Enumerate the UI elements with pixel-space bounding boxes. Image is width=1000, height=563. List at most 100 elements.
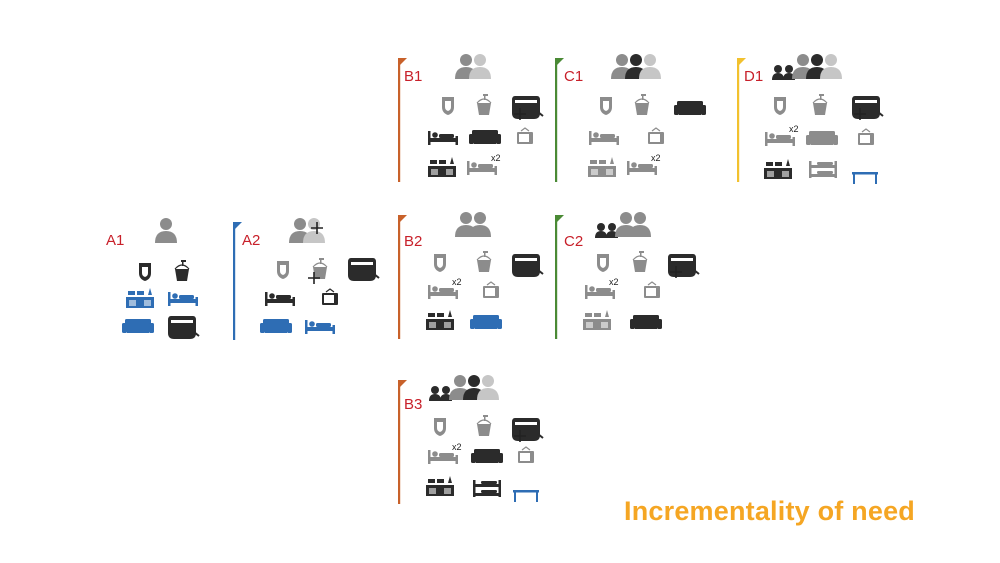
water-tank-icon	[512, 96, 544, 120]
tv-icon	[858, 128, 874, 145]
panel-b3: B3 x2	[398, 375, 544, 504]
stove-icon	[426, 476, 454, 496]
sofa-icon	[260, 319, 292, 333]
stage-marker-line	[737, 58, 740, 182]
water-tank-icon	[512, 418, 544, 442]
children-icon	[595, 223, 618, 238]
tv-icon	[483, 281, 499, 298]
water-tank-icon	[852, 96, 884, 120]
stage-flag-icon	[398, 380, 407, 389]
water-tank-icon	[348, 258, 380, 281]
stage-flag-icon	[555, 58, 564, 67]
stage-marker-line	[555, 58, 558, 182]
panel-label: B3	[404, 396, 422, 413]
stove-icon	[588, 157, 616, 177]
water-bucket-icon	[476, 415, 492, 436]
water-filter-icon	[442, 97, 454, 115]
bed-icon	[168, 292, 198, 306]
household-members	[611, 54, 661, 79]
bed-icon	[265, 292, 295, 306]
sofa-icon	[470, 315, 502, 329]
bunk-bed-icon	[809, 161, 837, 178]
panel-label: B2	[404, 233, 422, 250]
person-icon	[820, 54, 842, 79]
bed-icon: x2	[428, 442, 462, 464]
tv-icon	[518, 446, 534, 463]
children-icon	[772, 65, 795, 80]
water-bucket-icon	[632, 251, 648, 272]
stage-marker-line	[398, 215, 401, 339]
sofa-icon	[122, 319, 154, 333]
water-filter-icon	[600, 97, 612, 115]
person-icon	[469, 212, 491, 237]
person-icon	[469, 54, 491, 79]
sofa-icon	[674, 101, 706, 115]
bed-icon	[428, 131, 458, 145]
multiplier-label: x2	[789, 124, 799, 134]
water-tank-icon	[512, 254, 544, 277]
stage-flag-icon	[233, 222, 242, 231]
panel-label: C2	[564, 233, 583, 250]
panel-b1: B1 x2	[398, 54, 544, 182]
household-members	[772, 54, 842, 80]
stove-icon	[426, 310, 454, 330]
bed-icon: x2	[467, 153, 501, 175]
stage-flag-icon	[737, 58, 746, 67]
sofa-icon	[806, 131, 838, 145]
water-filter-icon	[277, 261, 289, 279]
stage-flag-icon	[398, 58, 407, 67]
household-members	[455, 54, 491, 79]
person-icon	[303, 218, 325, 243]
multiplier-label: x2	[491, 153, 501, 163]
water-tank-icon	[168, 316, 200, 339]
panel-label: A1	[106, 232, 124, 249]
tv-icon	[644, 281, 660, 298]
water-filter-icon	[434, 254, 446, 272]
panel-label: A2	[242, 232, 260, 249]
bed-icon: x2	[765, 124, 799, 146]
multiplier-label: x2	[609, 277, 619, 287]
children-icon	[429, 386, 452, 401]
household-members	[289, 218, 325, 243]
panel-b2: B2 x2	[398, 212, 544, 339]
table-icon	[852, 172, 878, 184]
tv-icon	[517, 127, 533, 144]
panel-label: D1	[744, 68, 763, 85]
stage-marker-line	[555, 215, 558, 339]
stage-marker-line	[398, 380, 401, 504]
bed-icon: x2	[428, 277, 462, 299]
water-bucket-icon	[634, 94, 650, 115]
person-icon	[639, 54, 661, 79]
table-icon	[513, 490, 539, 502]
stove-icon	[126, 288, 154, 308]
panel-d1: D1 x2	[737, 54, 884, 184]
multiplier-label: x2	[452, 277, 462, 287]
water-bucket-icon	[812, 94, 828, 115]
panel-a2: A2	[233, 218, 380, 340]
multiplier-label: x2	[651, 153, 661, 163]
bunk-bed-icon	[473, 480, 501, 497]
water-filter-icon	[434, 418, 446, 436]
sofa-icon	[469, 130, 501, 144]
household-members	[155, 218, 177, 243]
sofa-icon	[471, 449, 503, 463]
stage-marker-line	[398, 58, 401, 182]
water-filter-icon	[139, 263, 151, 281]
water-filter-icon	[597, 254, 609, 272]
panel-label: B1	[404, 68, 422, 85]
multiplier-label: x2	[452, 442, 462, 452]
bed-icon: x2	[627, 153, 661, 175]
tv-icon	[322, 288, 338, 305]
diagram-title: Incrementality of need	[624, 496, 915, 526]
stage-flag-icon	[398, 215, 407, 224]
household-members	[595, 212, 651, 238]
bed-icon	[305, 320, 335, 334]
person-icon	[155, 218, 177, 243]
household-members	[429, 375, 499, 401]
water-bucket-icon	[308, 258, 328, 284]
water-bucket-icon	[476, 94, 492, 115]
water-bucket-icon	[174, 260, 190, 281]
water-tank-icon	[668, 254, 700, 278]
